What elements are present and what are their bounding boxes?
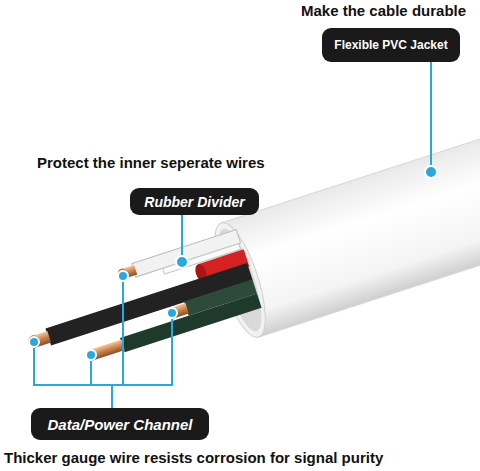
callout-dot [425,166,437,178]
callout-text: Data/Power Channel [47,416,192,433]
callout-dot [29,337,39,347]
leader-line [181,215,183,256]
leader-line [111,385,113,408]
leader-line [430,62,432,166]
copper-face [166,307,177,320]
cable [12,99,480,405]
callout-box: Flexible PVC Jacket [322,28,460,62]
green-wire [120,293,262,352]
copper-face [27,334,40,349]
callout-text: Flexible PVC Jacket [334,38,447,52]
callout-dot [167,308,177,318]
leader-line [122,276,124,385]
callout-dot [176,256,188,268]
caption-text: Make the cable durable [301,2,466,19]
callout-dot [86,350,96,360]
callout-box: Data/Power Channel [31,408,209,440]
copper-face [117,268,128,280]
callout-text: Rubber Divider [144,194,244,210]
leader-line [34,313,172,385]
callout-dot [118,271,128,281]
caption-text: Protect the inner seperate wires [37,154,265,171]
leader-lines [34,62,431,408]
callout-box: Rubber Divider [130,188,259,215]
copper-face [85,349,96,362]
caption-text: Thicker gauge wire resists corrosion for… [4,449,383,466]
callout-dots [29,166,437,360]
